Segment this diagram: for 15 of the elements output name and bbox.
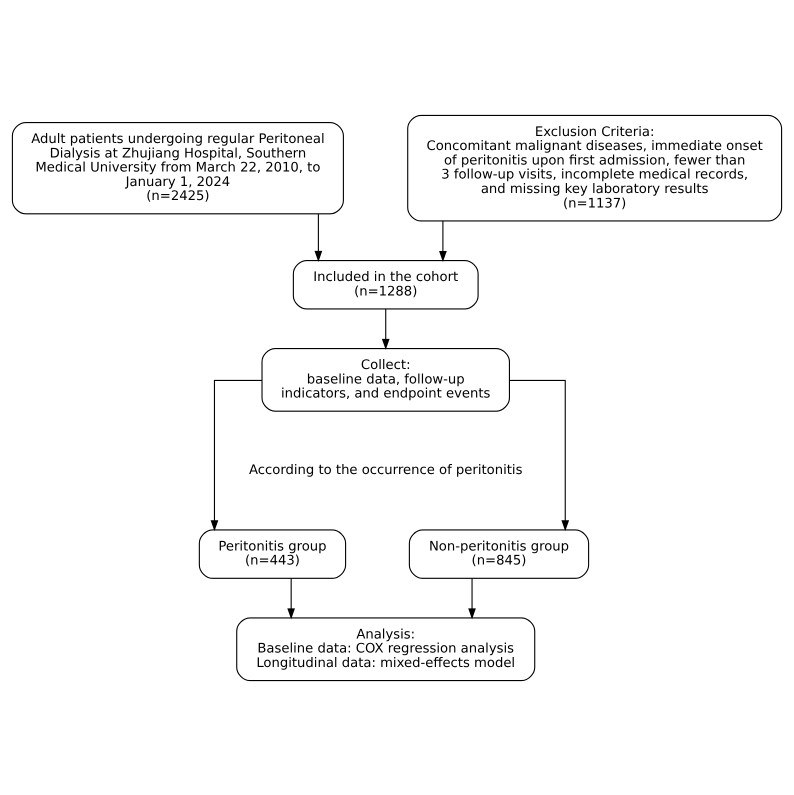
node-box: Non-peritonitis group (n=845) bbox=[408, 528, 590, 578]
arrow bbox=[210, 379, 262, 531]
arrow bbox=[314, 213, 322, 262]
arrow bbox=[468, 578, 476, 619]
arrow bbox=[510, 379, 570, 531]
label: According to the occurrence of peritonitis bbox=[248, 462, 522, 478]
arrow bbox=[439, 220, 447, 262]
arrow bbox=[382, 308, 390, 350]
node-box: Collect: baseline data, follow-up indicators, and endpoint events bbox=[261, 347, 510, 412]
node-box: Adult patients undergoing regular Peritoneal Dialysis at Zhujiang Hospital, Southern Medical University from March 22, 2010, to January 1, 2024 (n=2425) bbox=[12, 122, 344, 214]
arrow bbox=[287, 578, 296, 619]
node-box: Peritonitis group (n=443) bbox=[198, 528, 346, 578]
node-box: Analysis: Baseline data: COX regression analysis Longitudinal data: mixed-effects model bbox=[236, 616, 536, 681]
node-box: Exclusion Criteria: Concomitant malignant diseases, immediate onset of peritonitis upon first admission, fewer than 3 follow-up visits, incomplete medical records, and missing key laboratory results (n=1137) bbox=[407, 114, 782, 222]
node-box: Included in the cohort (n=1288) bbox=[292, 260, 479, 309]
